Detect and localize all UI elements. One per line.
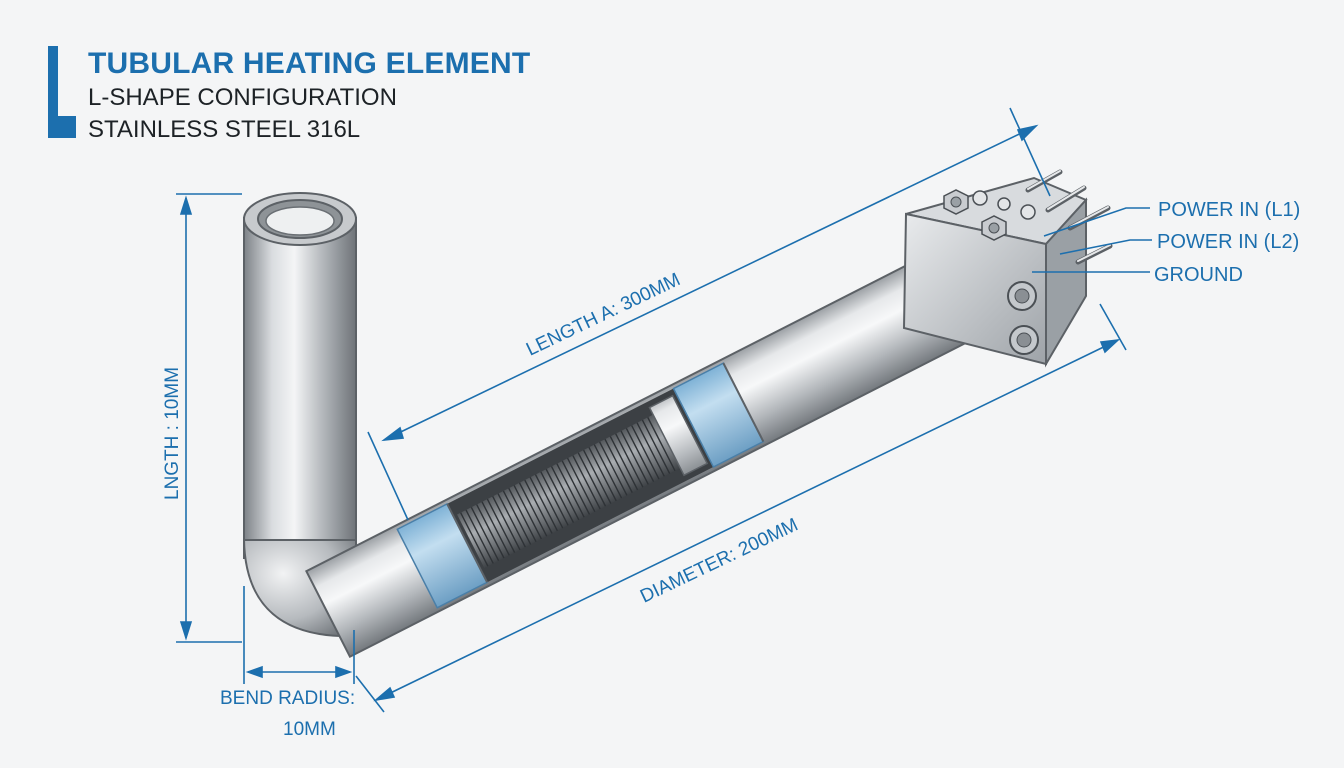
length-a-label: LENGTH A: 300MM xyxy=(523,269,684,360)
terminal-screw-top-2 xyxy=(981,215,1007,241)
diagram-subtitle-config: L-SHAPE CONFIGURATION xyxy=(88,84,397,111)
terminal-screw-front-1 xyxy=(1007,281,1037,311)
title-accent-cutout xyxy=(58,46,76,116)
terminal-box xyxy=(902,169,1113,368)
diagram-title: TUBULAR HEATING ELEMENT xyxy=(88,47,531,80)
diagonal-tube xyxy=(305,242,996,659)
bend-radius-label: BEND RADIUS: xyxy=(220,688,355,709)
power-l2-label: POWER IN (L2) xyxy=(1157,231,1299,253)
vertical-length-label: LNGTH : 10MM xyxy=(162,367,183,500)
heating-coil xyxy=(457,414,681,568)
bend-radius-value: 10MM xyxy=(283,719,336,740)
terminal-screw-top-1 xyxy=(943,189,969,215)
power-l1-label: POWER IN (L1) xyxy=(1158,199,1300,221)
ground-label: GROUND xyxy=(1154,264,1243,286)
vertical-tube xyxy=(243,192,357,559)
terminal-screw-front-2 xyxy=(1009,325,1039,355)
coil-windings xyxy=(460,417,676,567)
diagram-subtitle-material: STAINLESS STEEL 316L xyxy=(88,116,361,143)
dimension-lines xyxy=(176,107,1152,713)
